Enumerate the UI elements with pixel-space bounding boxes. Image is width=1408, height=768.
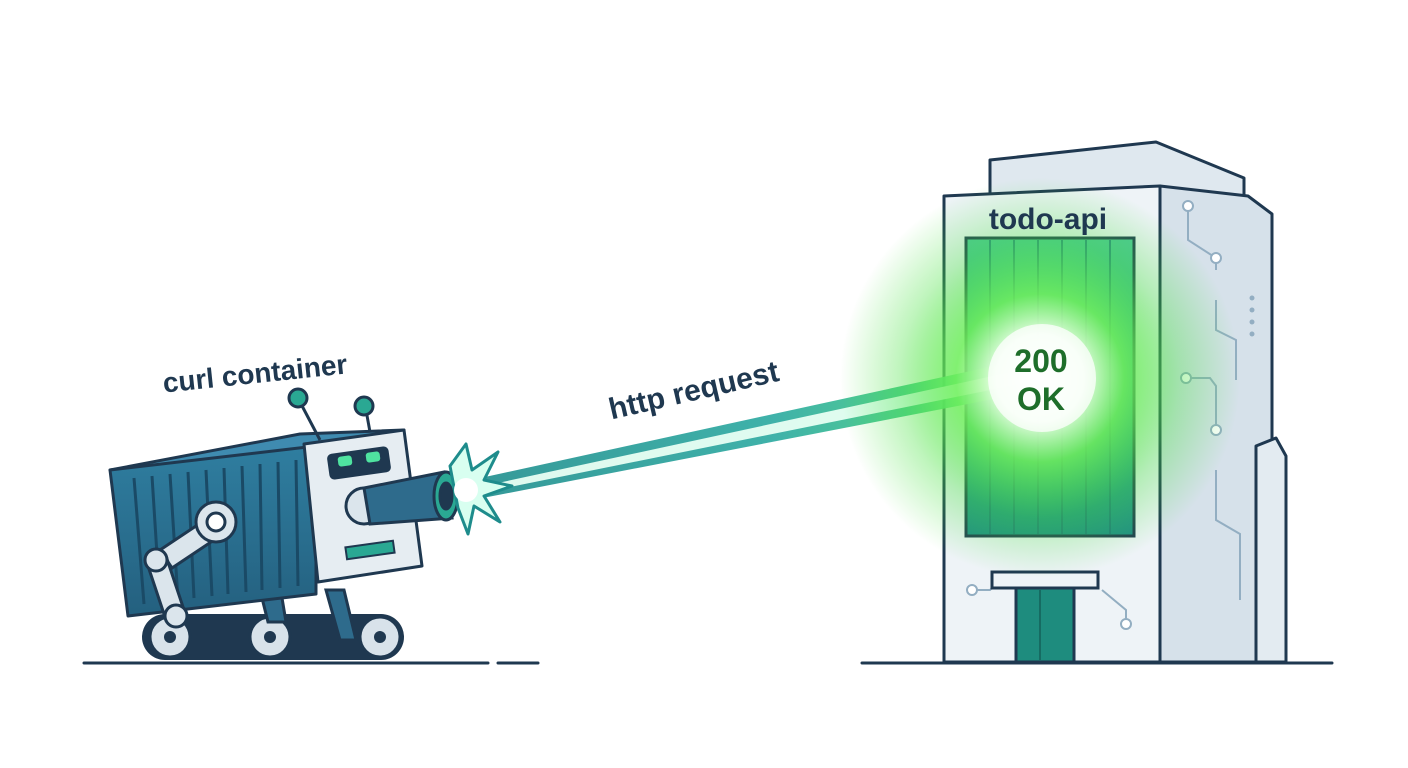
muzzle-flash-icon xyxy=(448,442,514,536)
client-label: curl container xyxy=(161,348,348,398)
robot-container-icon xyxy=(108,387,460,660)
status-text: OK xyxy=(1017,381,1065,417)
status-code: 200 xyxy=(1014,343,1067,379)
request-label: http request xyxy=(606,355,782,426)
success-glow-icon xyxy=(840,178,1240,578)
server-label: todo-api xyxy=(989,203,1107,236)
